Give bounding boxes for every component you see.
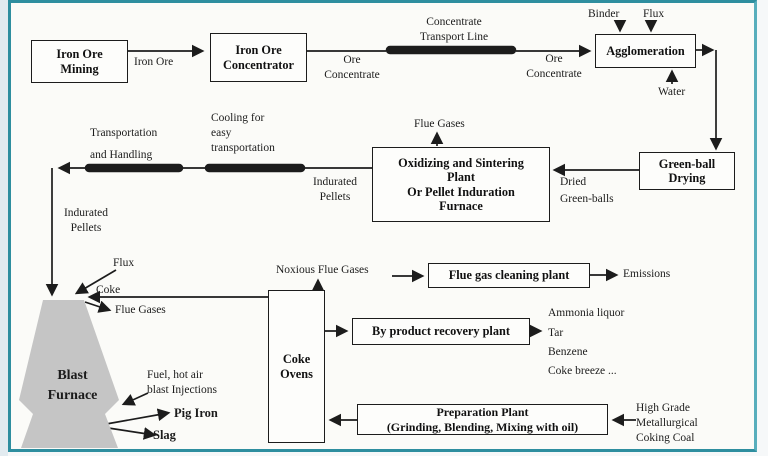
label-indurated-pellets-left: Indurated Pellets <box>63 207 109 234</box>
label-pig-iron: Pig Iron <box>174 406 218 420</box>
label-coke-breeze: Coke breeze ... <box>548 365 617 377</box>
label-water: Water <box>658 86 686 98</box>
arrow-flue-gases-bottom <box>84 300 112 313</box>
label-blast-furnace: Blast Furnace <box>47 368 98 403</box>
label-binder: Binder <box>588 8 620 20</box>
label-fuel-injections: Fuel, hot air blast Injections <box>147 369 217 396</box>
box-by-product-recovery: By product recovery plant <box>352 318 530 345</box>
label-ammonia-liquor: Ammonia liquor <box>548 307 625 319</box>
label-high-grade-coal: High Grade Metallurgical Coking Coal <box>636 402 698 445</box>
label-ore-concentrate-2: Ore Concentrate <box>526 53 582 80</box>
label-flux-bottom: Flux <box>113 257 135 269</box>
label-benzene: Benzene <box>548 346 588 358</box>
box-flue-gas-cleaning: Flue gas cleaning plant <box>428 263 590 288</box>
label-slag: Slag <box>153 428 176 442</box>
label-coke: Coke <box>96 284 121 296</box>
label-dried-green-balls: Dried Green-balls <box>560 176 614 205</box>
label-transportation-handling: Transportation and Handling <box>90 127 158 162</box>
box-green-ball-drying: Green-ball Drying <box>639 152 735 190</box>
box-iron-ore-mining: Iron Ore Mining <box>31 40 128 83</box>
label-ore-concentrate-1: Ore Concentrate <box>324 54 380 81</box>
label-cooling: Cooling for easy transportation <box>211 112 275 154</box>
label-indurated-pellets-right: Indurated Pellets <box>312 176 358 203</box>
label-iron-ore: Iron Ore <box>134 56 174 68</box>
label-concentrate-transport-line: Concentrate Transport Line <box>419 16 489 43</box>
label-noxious-flue-gases: Noxious Flue Gases <box>276 264 369 276</box>
box-oxidizing-sintering: Oxidizing and Sintering Plant Or Pellet … <box>372 147 550 222</box>
arrow-flux-bottom <box>74 269 117 295</box>
blast-furnace-shape <box>19 300 119 448</box>
box-coke-ovens: Coke Ovens <box>268 290 325 443</box>
box-iron-ore-concentrator: Iron Ore Concentrator <box>210 33 307 82</box>
diagram-frame <box>8 0 757 452</box>
label-flue-gases-top: Flue Gases <box>414 118 465 130</box>
arrow-fuel-injections <box>121 392 149 406</box>
left-margin-strip <box>0 0 8 456</box>
box-agglomeration: Agglomeration <box>595 34 696 68</box>
label-emissions: Emissions <box>623 268 671 280</box>
label-flux-top: Flux <box>643 8 665 20</box>
box-preparation-plant: Preparation Plant (Grinding, Blending, M… <box>357 404 608 435</box>
label-tar: Tar <box>548 327 564 339</box>
label-flue-gases-bottom: Flue Gases <box>115 304 166 316</box>
